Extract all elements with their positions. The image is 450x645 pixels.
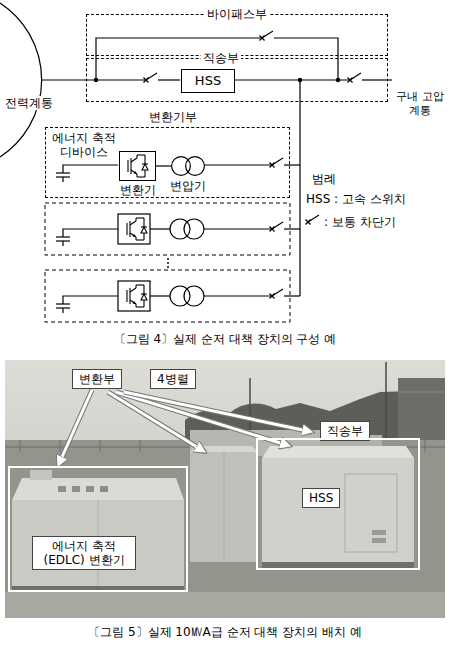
converter-unit: [45, 270, 300, 322]
switch-label: HSS: [195, 74, 221, 88]
region-label: 바이패스부: [205, 7, 269, 21]
callout-text: 변환부: [72, 369, 122, 389]
transformer-symbol: 변압기: [171, 156, 205, 176]
pointer-arrows: [108, 392, 312, 452]
converter-unit-wiring: [56, 158, 300, 182]
legend-title: 범례: [312, 172, 336, 186]
connector: [58, 390, 92, 466]
connector-line: [58, 390, 92, 466]
circuit-wiring: [0, 3, 392, 296]
dashed-region: 바이패스부: [86, 14, 388, 56]
transformer-coils: [171, 156, 205, 176]
callout-text: HSS: [302, 488, 340, 508]
callout-text: 4병렬: [150, 369, 196, 389]
converter-unit: [45, 203, 300, 255]
connector-line: [156, 165, 171, 166]
connector: [156, 166, 171, 167]
grid-label: 전력계통: [3, 96, 55, 110]
part-label: 변압기: [170, 179, 206, 193]
ellipsis-dots: [167, 258, 169, 268]
callout-box: 변환부: [72, 369, 122, 389]
figure-caption: 〔그림 4〕실제 순저 대책 장치의 구성 예: [0, 332, 450, 346]
callout-text: 에너지 축적 (EDLC) 변환기: [32, 536, 136, 570]
dashed-region: 직송부HSS: [86, 58, 388, 102]
legend-text: : 보통 차단기: [324, 215, 396, 229]
igbt-symbol: [120, 152, 152, 182]
group-label: 변환기부: [149, 110, 197, 124]
connector-outline: [58, 390, 92, 466]
figure-caption: 〔그림 5〕실제 10㎹A급 순저 대책 장치의 배치 예: [0, 625, 450, 639]
region-label: 직송부: [201, 51, 241, 65]
highlight-frame: HSS: [256, 438, 420, 570]
switch-box: HSS: [181, 69, 235, 93]
grid-label: 구내 고압 계통: [394, 90, 446, 118]
part-label: 변환기: [120, 183, 156, 197]
device-label: 에너지 축적 디바이스: [50, 131, 118, 159]
legend-text: HSS : 고속 스위치: [306, 192, 406, 206]
callout-box: 4병렬: [150, 369, 196, 389]
highlight-frame: 에너지 축적 (EDLC) 변환기: [8, 466, 188, 592]
converter-box: 변환기: [119, 151, 156, 181]
power-grid-arc: [0, 3, 42, 157]
breaker-symbol: [306, 215, 320, 225]
converter-unit: 변환기부에너지 축적 디바이스변환기변압기: [45, 127, 290, 198]
site-photo: [5, 360, 445, 618]
